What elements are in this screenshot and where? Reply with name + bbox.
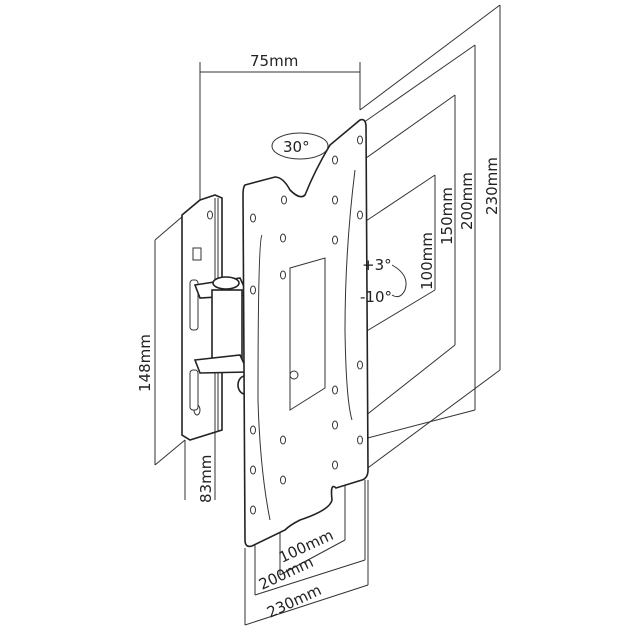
label-75mm: 75mm xyxy=(250,52,298,70)
dim-75mm: 75mm xyxy=(199,52,361,200)
label-148mm: 148mm xyxy=(136,334,154,392)
label-230mm-vertical: 230mm xyxy=(483,157,501,215)
label-minus-10deg: -10° xyxy=(360,288,392,306)
wall-plate xyxy=(181,194,223,441)
mounting-holes xyxy=(250,135,363,515)
label-30deg: 30° xyxy=(283,138,310,156)
swivel-angle: 30° xyxy=(271,132,329,160)
label-150mm-vertical: 150mm xyxy=(438,187,456,245)
tilt-angle: +3° -10° xyxy=(360,256,407,306)
vesa-plate xyxy=(242,118,369,548)
label-100mm-vertical: 100mm xyxy=(418,232,436,290)
label-plus-3deg: +3° xyxy=(362,256,392,274)
horizontal-dimension-lines xyxy=(244,470,369,626)
label-200mm-vertical: 200mm xyxy=(458,172,476,230)
label-83mm: 83mm xyxy=(197,455,215,503)
vertical-dimension-lines xyxy=(334,4,501,471)
